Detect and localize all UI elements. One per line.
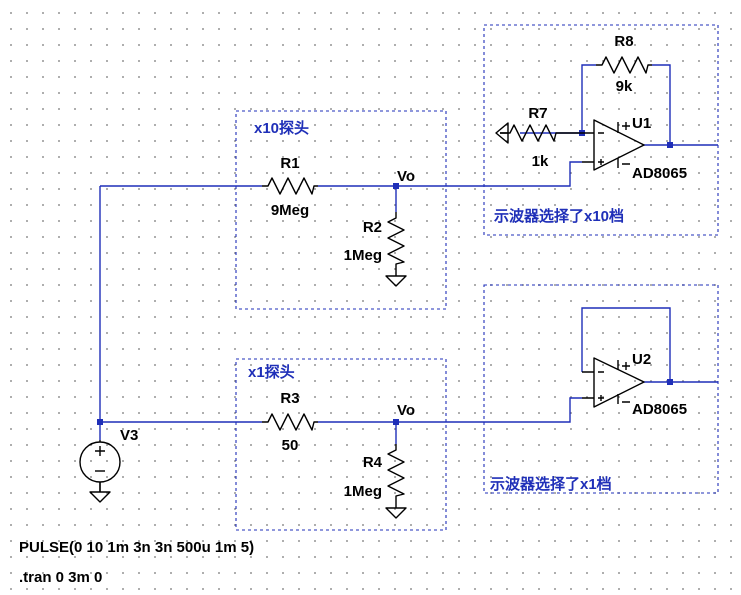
resistor-r1[interactable]: R1 9Meg bbox=[262, 155, 318, 219]
comment-x1-probe: x1探头 bbox=[248, 363, 295, 381]
v3-pulse-spec: PULSE(0 10 1m 3n 3n 500u 1m 5) bbox=[19, 539, 254, 556]
r2-value: 1Meg bbox=[344, 247, 382, 264]
r8-name: R8 bbox=[614, 33, 633, 50]
r1-name: R1 bbox=[280, 155, 299, 172]
net-label-vo-top: Vo bbox=[397, 168, 415, 185]
ground-icon bbox=[495, 122, 509, 144]
wire-vo-bottom bbox=[396, 397, 582, 423]
net-label-vo-bottom: Vo bbox=[397, 402, 415, 419]
x1-probe-frame bbox=[235, 358, 447, 531]
junctions bbox=[97, 130, 673, 425]
tran-directive[interactable]: .tran 0 3m 0 bbox=[19, 569, 102, 586]
scope-x1-frame bbox=[483, 284, 719, 494]
resistor-r2[interactable]: R2 1Meg bbox=[344, 212, 405, 270]
r4-value: 1Meg bbox=[344, 483, 382, 500]
ground-icon bbox=[385, 270, 407, 287]
comment-scope-x1: 示波器选择了x1档 bbox=[490, 475, 612, 493]
u2-value: AD8065 bbox=[632, 401, 687, 418]
scope-x10-frame bbox=[483, 24, 719, 236]
resistor-r7[interactable]: R7 1k bbox=[500, 105, 582, 170]
x10-probe-frame bbox=[235, 110, 447, 310]
u2-name: U2 bbox=[632, 351, 651, 368]
resistor-r4[interactable]: R4 1Meg bbox=[344, 444, 405, 502]
ground-icon bbox=[385, 502, 407, 519]
resistor-r3[interactable]: R3 50 bbox=[262, 390, 318, 454]
u1-name: U1 bbox=[632, 115, 651, 132]
junction-v3 bbox=[97, 419, 103, 425]
voltage-source-v3[interactable]: V3 bbox=[79, 427, 138, 492]
wire-r8-right bbox=[652, 64, 671, 145]
wire-r8-left bbox=[581, 64, 596, 133]
r8-value: 9k bbox=[616, 78, 633, 95]
junction-vo-bottom bbox=[393, 419, 399, 425]
wire-vo-top bbox=[318, 161, 582, 187]
junction-vo-top bbox=[393, 183, 399, 189]
r3-name: R3 bbox=[280, 390, 299, 407]
wires bbox=[99, 64, 718, 444]
wire-u2-feedback bbox=[581, 307, 671, 382]
junction-u2-out bbox=[667, 379, 673, 385]
r3-value: 50 bbox=[282, 437, 299, 454]
junction-u1-out bbox=[667, 142, 673, 148]
v3-name: V3 bbox=[120, 427, 138, 444]
comment-scope-x10: 示波器选择了x10档 bbox=[494, 207, 624, 225]
r7-name: R7 bbox=[528, 105, 547, 122]
opamp-u1[interactable]: U1 AD8065 bbox=[582, 115, 687, 182]
resistor-r8[interactable]: R8 9k bbox=[596, 33, 652, 95]
opamp-u2[interactable]: U2 AD8065 bbox=[582, 351, 687, 418]
r2-name: R2 bbox=[363, 219, 382, 236]
comment-x10-probe: x10探头 bbox=[254, 119, 309, 137]
r7-value: 1k bbox=[532, 153, 549, 170]
r4-name: R4 bbox=[363, 454, 383, 471]
r1-value: 9Meg bbox=[271, 202, 309, 219]
u1-value: AD8065 bbox=[632, 165, 687, 182]
